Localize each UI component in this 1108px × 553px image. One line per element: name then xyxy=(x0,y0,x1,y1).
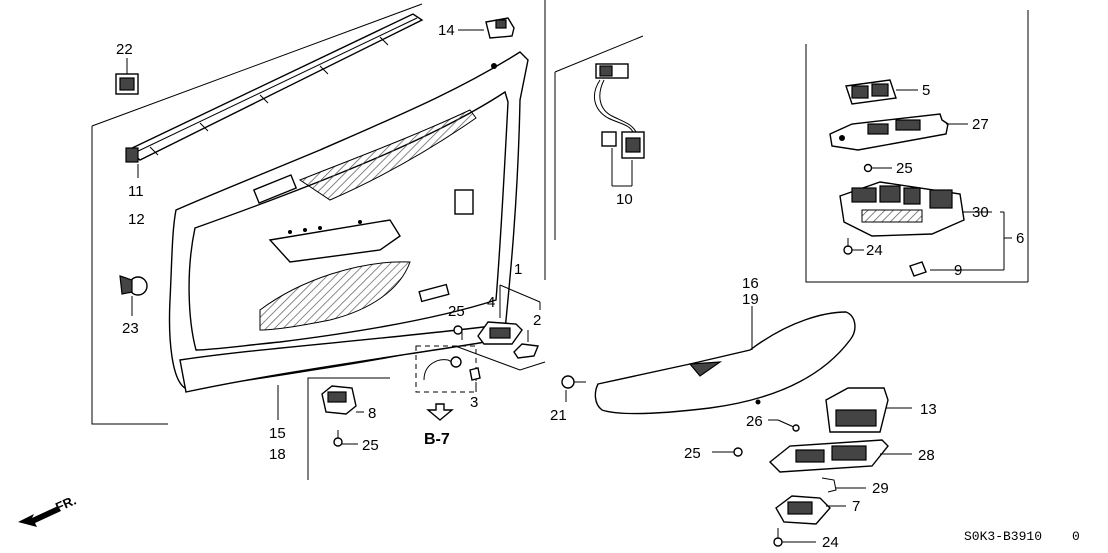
label-25-bezel: 25 xyxy=(448,303,465,320)
label-30: 30 xyxy=(972,204,989,221)
label-27: 27 xyxy=(972,116,989,133)
handle-bezel-4 xyxy=(477,321,523,345)
label-16: 16 xyxy=(742,275,759,292)
screw-24-upper xyxy=(843,238,853,255)
label-3: 3 xyxy=(470,394,478,411)
screw-25-panel xyxy=(733,447,743,457)
label-23: 23 xyxy=(122,320,139,337)
front-label: FR. xyxy=(53,493,78,515)
master-switch-frame xyxy=(805,10,1029,283)
label-12: 12 xyxy=(128,211,145,228)
label-19: 19 xyxy=(742,291,759,308)
switch-body-30 xyxy=(839,181,965,237)
reference-label: B-7 xyxy=(424,431,450,448)
armrest xyxy=(561,311,856,415)
screw-25-switch xyxy=(863,163,873,173)
switch-8-frame xyxy=(307,377,390,480)
diagram-code-suffix: 0 xyxy=(1072,529,1080,544)
door-panel xyxy=(168,51,529,393)
front-direction-indicator: FR. xyxy=(18,493,78,527)
label-11: 11 xyxy=(128,183,144,200)
switch-5 xyxy=(845,79,897,105)
label-21: 21 xyxy=(550,407,567,424)
clip-9 xyxy=(909,261,927,277)
label-26: 26 xyxy=(746,413,763,430)
diagram-code: S0K3-B3910 xyxy=(964,529,1042,544)
label-1: 1 xyxy=(514,261,522,278)
screw-26 xyxy=(777,419,800,432)
label-25-switch: 25 xyxy=(896,160,913,177)
label-18: 18 xyxy=(269,446,286,463)
front-arrow-icon xyxy=(18,506,61,527)
screw-24-lower xyxy=(773,528,783,547)
label-8: 8 xyxy=(368,405,376,422)
clip-29 xyxy=(821,477,837,493)
clip-23 xyxy=(119,275,148,296)
leader-lines xyxy=(126,29,1012,543)
clip-22 xyxy=(115,73,139,95)
switch-8 xyxy=(321,385,357,447)
cover-2 xyxy=(513,343,539,359)
switch-panel-28 xyxy=(768,439,889,473)
pocket-13 xyxy=(825,387,889,433)
bezel-27 xyxy=(829,113,949,151)
label-9: 9 xyxy=(954,262,962,279)
label-4: 4 xyxy=(487,294,495,311)
courtesy-light xyxy=(415,345,481,393)
label-15: 15 xyxy=(269,425,286,442)
label-10: 10 xyxy=(616,191,633,208)
clip-14 xyxy=(485,17,515,39)
label-5: 5 xyxy=(922,82,930,99)
label-28: 28 xyxy=(918,447,935,464)
reference-arrow xyxy=(426,403,454,421)
label-2: 2 xyxy=(533,312,541,329)
window-weatherstrip xyxy=(125,13,424,163)
label-13: 13 xyxy=(920,401,937,418)
screw-25-bezel xyxy=(453,325,463,335)
label-14: 14 xyxy=(438,22,455,39)
label-24-upper: 24 xyxy=(866,242,883,259)
part-labels: 22 14 11 12 23 15 18 10 5 27 25 30 6 24 … xyxy=(116,22,1024,551)
label-25-panel: 25 xyxy=(684,445,701,462)
label-29: 29 xyxy=(872,480,889,497)
label-22: 22 xyxy=(116,41,133,58)
label-25-switch8: 25 xyxy=(362,437,379,454)
label-6: 6 xyxy=(1016,230,1024,247)
label-24-lower: 24 xyxy=(822,534,839,551)
switch-7 xyxy=(775,495,831,525)
label-7: 7 xyxy=(852,498,860,515)
switch-harness xyxy=(554,35,645,240)
